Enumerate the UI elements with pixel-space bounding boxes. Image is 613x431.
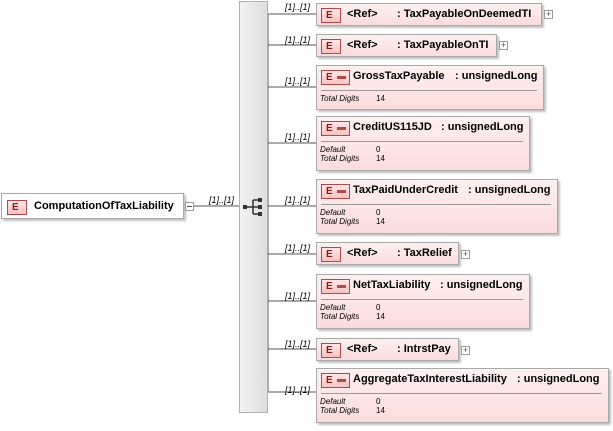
separator (321, 393, 602, 394)
collapse-root-icon[interactable] (185, 202, 194, 211)
facet-label: Default (320, 303, 346, 312)
child-element-taxpayableondeemedti[interactable]: E <Ref> : TaxPayableOnDeemedTI (316, 3, 542, 26)
element-badge-icon: E (321, 279, 350, 294)
element-name: AggregateTaxInterestLiability (353, 373, 507, 385)
root-element[interactable]: E ComputationOfTaxLiability (1, 193, 184, 219)
child-element-taxpayableonti[interactable]: E <Ref> : TaxPayableOnTI (316, 34, 497, 57)
child-cardinality: [1]..[1] (285, 2, 311, 12)
child-element-grosstaxpayable[interactable]: E GrossTaxPayable : unsignedLong Total D… (316, 65, 544, 110)
expand-icon[interactable]: + (544, 9, 553, 19)
child-cardinality: [1]..[1] (285, 339, 311, 349)
facet-value: 14 (376, 154, 385, 163)
expand-icon[interactable]: + (499, 40, 508, 50)
separator (321, 90, 537, 91)
facet-value: 0 (376, 397, 381, 406)
child-cardinality: [1]..[1] (285, 195, 311, 205)
facet-label: Total Digits (320, 406, 360, 415)
expand-icon[interactable]: + (461, 345, 470, 355)
facet-label: Default (320, 208, 346, 217)
separator (321, 204, 551, 205)
element-badge-icon: E (321, 121, 350, 136)
element-type: : unsignedLong (468, 184, 551, 196)
child-element-taxpaidundercredit[interactable]: E TaxPaidUnderCredit : unsignedLong Defa… (316, 179, 558, 234)
facet-label: Total Digits (320, 154, 360, 163)
separator (321, 141, 523, 142)
facet-label: Total Digits (320, 94, 360, 103)
facet-value: 14 (376, 94, 385, 103)
child-cardinality: [1]..[1] (285, 76, 311, 86)
child-cardinality: [1]..[1] (285, 291, 311, 301)
child-cardinality: [1]..[1] (285, 35, 311, 45)
element-badge-icon: E (321, 184, 350, 199)
facet-value: 0 (376, 145, 381, 154)
ref-label: <Ref> (347, 343, 378, 355)
element-badge-icon: E (321, 39, 341, 54)
sequence-compositor[interactable] (239, 1, 268, 413)
child-element-intrstpay[interactable]: E <Ref> : IntrstPay (316, 338, 459, 361)
element-badge-icon: E (321, 8, 341, 23)
child-element-taxrelief[interactable]: E <Ref> : TaxRelief (316, 242, 459, 265)
element-badge-icon: E (321, 247, 341, 262)
element-badge-icon: E (7, 200, 27, 215)
facet-label: Total Digits (320, 217, 360, 226)
sequence-cardinality: [1]..[1] (209, 195, 235, 205)
element-type: : unsignedLong (441, 121, 524, 133)
ref-label: <Ref> (347, 8, 378, 20)
element-name: : IntrstPay (397, 343, 451, 355)
facet-label: Default (320, 397, 346, 406)
child-cardinality: [1]..[1] (285, 132, 311, 142)
child-cardinality: [1]..[1] (285, 243, 311, 253)
facet-value: 14 (376, 217, 385, 226)
element-name: GrossTaxPayable (353, 70, 445, 82)
ref-label: <Ref> (347, 39, 378, 51)
element-name: : TaxRelief (397, 247, 452, 259)
expand-icon[interactable]: + (461, 249, 470, 259)
facet-value: 0 (376, 303, 381, 312)
ref-label: <Ref> (347, 247, 378, 259)
element-type: : unsignedLong (440, 279, 523, 291)
facet-label: Default (320, 145, 346, 154)
facet-value: 14 (376, 312, 385, 321)
child-element-aggregatetaxinterestliability[interactable]: E AggregateTaxInterestLiability : unsign… (316, 368, 609, 423)
child-cardinality: [1]..[1] (285, 385, 311, 395)
sequence-icon (243, 198, 262, 216)
child-element-nettaxliability[interactable]: E NetTaxLiability : unsignedLong Default… (316, 274, 530, 329)
separator (321, 299, 523, 300)
element-type: : unsignedLong (455, 70, 538, 82)
element-name: NetTaxLiability (353, 279, 431, 291)
element-name: : TaxPayableOnDeemedTI (397, 8, 532, 20)
element-name: TaxPaidUnderCredit (353, 184, 458, 196)
root-element-name: ComputationOfTaxLiability (34, 200, 174, 212)
element-badge-icon: E (321, 373, 350, 388)
element-badge-icon: E (321, 70, 350, 85)
facet-value: 0 (376, 208, 381, 217)
element-name: : TaxPayableOnTI (397, 39, 489, 51)
element-name: CreditUS115JD (353, 121, 432, 133)
facet-value: 14 (376, 406, 385, 415)
element-type: : unsignedLong (517, 373, 600, 385)
element-badge-icon: E (321, 343, 341, 358)
child-element-creditus115jd[interactable]: E CreditUS115JD : unsignedLong Default 0… (316, 116, 530, 171)
facet-label: Total Digits (320, 312, 360, 321)
